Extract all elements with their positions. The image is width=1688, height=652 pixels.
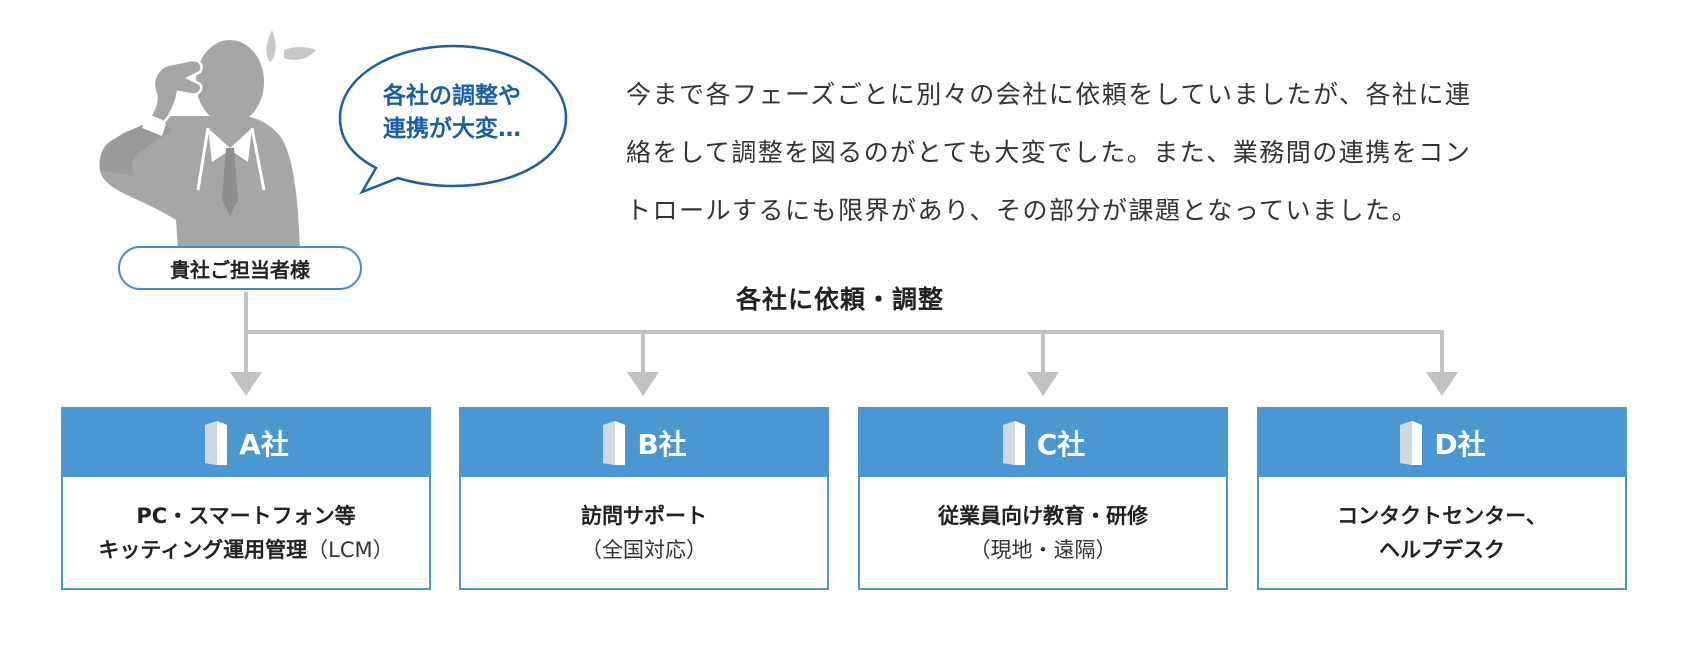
service-line-1: 従業員向け教育・研修 xyxy=(938,503,1148,528)
description-paragraph: 今まで各フェーズごとに別々の会社に依頼をしていましたが、各社に連 絡をして調整を… xyxy=(626,66,1636,240)
building-icon xyxy=(1400,421,1423,465)
service-line-2: ヘルプデスク xyxy=(1379,537,1505,562)
role-label: 貴社ご担当者様 xyxy=(170,257,310,282)
speech-bubble xyxy=(338,44,568,195)
description-line-1: 今まで各フェーズごとに別々の会社に依頼をしていましたが、各社に連 xyxy=(626,80,1472,109)
role-pill: 貴社ご担当者様 xyxy=(118,246,362,290)
arrow-down-icon xyxy=(627,372,659,396)
bubble-line-2: 連携が大変… xyxy=(383,116,521,142)
building-icon xyxy=(1002,421,1025,465)
card-body: 従業員向け教育・研修 （現地・遠隔） xyxy=(860,477,1226,588)
company-card-d: D社 コンタクトセンター、 ヘルプデスク xyxy=(1257,407,1627,590)
card-body: コンタクトセンター、 ヘルプデスク xyxy=(1259,477,1625,588)
service-line-2-bold: キッティング運用管理 xyxy=(98,537,308,562)
worried-person-icon xyxy=(99,30,316,250)
arrow-down-icon xyxy=(230,372,262,396)
company-name: D社 xyxy=(1434,428,1486,461)
building-icon xyxy=(205,421,228,465)
service-line-2-normal: （LCM） xyxy=(307,537,394,562)
service-line-1: コンタクトセンター、 xyxy=(1337,503,1547,528)
arrow-down-icon xyxy=(1027,372,1059,396)
card-header: A社 xyxy=(63,409,429,477)
company-name: B社 xyxy=(637,428,687,461)
card-body: 訪問サポート （全国対応） xyxy=(461,477,827,588)
service-line-2: （現地・遠隔） xyxy=(969,537,1117,562)
card-header: C社 xyxy=(860,409,1226,477)
arrow-down-icon xyxy=(1426,372,1458,396)
building-icon xyxy=(603,421,626,465)
connector-label: 各社に依頼・調整 xyxy=(735,285,944,314)
service-line-1: PC・スマートフォン等 xyxy=(136,503,356,528)
service-line-1: 訪問サポート xyxy=(581,503,707,528)
card-body: PC・スマートフォン等 キッティング運用管理（LCM） xyxy=(63,477,429,588)
bubble-text: 各社の調整や 連携が大変… xyxy=(352,80,552,146)
service-line-2: キッティング運用管理（LCM） xyxy=(98,533,393,567)
company-name: A社 xyxy=(239,428,289,461)
company-name: C社 xyxy=(1036,428,1086,461)
bubble-line-1: 各社の調整や xyxy=(383,83,521,109)
company-card-a: A社 PC・スマートフォン等 キッティング運用管理（LCM） xyxy=(61,407,431,590)
card-header: B社 xyxy=(461,409,827,477)
description-line-3: トロールするにも限界があり、その部分が課題となっていました。 xyxy=(626,196,1419,225)
service-line-2: （全国対応） xyxy=(581,537,707,562)
description-line-2: 絡をして調整を図るのがとても大変でした。また、業務間の連携をコン xyxy=(626,138,1472,167)
company-card-b: B社 訪問サポート （全国対応） xyxy=(459,407,829,590)
company-card-c: C社 従業員向け教育・研修 （現地・遠隔） xyxy=(858,407,1228,590)
card-header: D社 xyxy=(1259,409,1625,477)
